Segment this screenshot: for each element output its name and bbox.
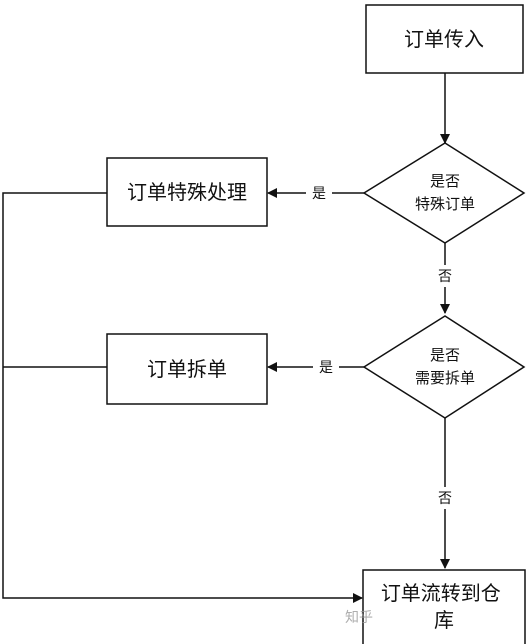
node-order-in: 订单传入: [365, 4, 524, 74]
node-order-in-label: 订单传入: [404, 27, 484, 51]
edge-label-special-no: 否: [438, 269, 452, 285]
edge-special-to-warehouse: [2, 192, 363, 603]
decision-special-line1: 是否: [430, 172, 460, 190]
decision-special-order: 是否 特殊订单: [362, 142, 526, 244]
watermark: 知乎: [345, 609, 373, 626]
node-special-processing-label: 订单特殊处理: [127, 180, 247, 204]
node-split-order: 订单拆单: [106, 333, 268, 405]
edge-label-special-yes: 是: [312, 186, 326, 202]
edge-label-split-no: 否: [438, 491, 452, 507]
node-transfer-warehouse-label: 订单流转到仓 库: [381, 581, 507, 632]
edge-labels: 是 否 是 否: [306, 182, 456, 509]
decision-split-line2: 需要拆单: [415, 369, 475, 387]
node-transfer-warehouse: 订单流转到仓 库: [362, 569, 526, 644]
node-special-processing: 订单特殊处理: [106, 157, 268, 227]
decision-split-order: 是否 需要拆单: [362, 315, 526, 419]
decision-split-line1: 是否: [430, 346, 460, 364]
edge-label-split-yes: 是: [319, 360, 333, 376]
decision-special-line2: 特殊订单: [415, 195, 475, 213]
node-split-order-label: 订单拆单: [147, 357, 227, 381]
